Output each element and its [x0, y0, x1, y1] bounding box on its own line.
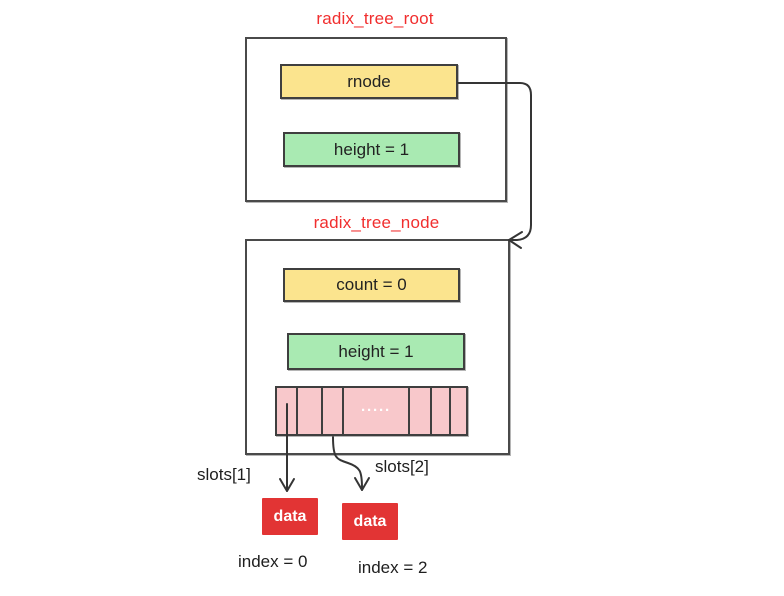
slot-cell: [451, 388, 466, 434]
radix-tree-node-title: radix_tree_node: [313, 213, 440, 232]
slot-cell: [323, 388, 344, 434]
slot-cell: [298, 388, 323, 434]
data-box-right-label: data: [353, 512, 387, 530]
data-box-left-label: data: [273, 507, 307, 525]
slot-cell-ellipsis: ·····: [344, 388, 410, 434]
index-label-left: index = 0: [238, 552, 308, 571]
slot-cell: [277, 388, 298, 434]
rnode-field: rnode: [280, 64, 458, 99]
slots1-label: slots[1]: [197, 465, 251, 484]
data-box-right: data: [342, 503, 398, 540]
radix-tree-root-box: [245, 37, 507, 202]
slot-cell: [410, 388, 432, 434]
index-label-right: index = 2: [358, 558, 428, 577]
count-field: count = 0: [283, 268, 460, 302]
slots2-label: slots[2]: [375, 457, 429, 476]
count-field-label: count = 0: [336, 275, 407, 294]
node-height-field-label: height = 1: [338, 341, 414, 361]
slots-ellipsis-text: ·····: [361, 401, 391, 419]
data-box-left: data: [262, 498, 318, 535]
radix-tree-root-title: radix_tree_root: [316, 9, 434, 28]
rnode-field-label: rnode: [347, 71, 391, 91]
root-height-field-label: height = 1: [333, 139, 410, 159]
root-height-field: height = 1: [283, 132, 460, 167]
node-height-field: height = 1: [287, 333, 465, 370]
slots-array: ·····: [275, 386, 468, 436]
slot-cell: [432, 388, 451, 434]
